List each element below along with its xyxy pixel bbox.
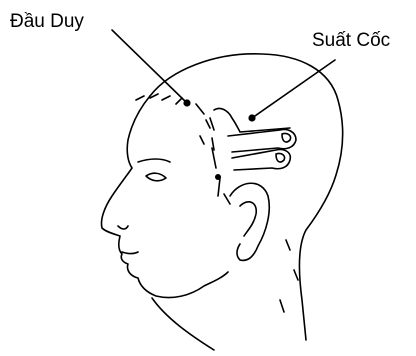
fingernail-1 [282, 133, 291, 142]
finger-2 [232, 149, 290, 170]
mouth [122, 252, 138, 254]
ear [230, 183, 269, 260]
ear-inner [240, 202, 256, 236]
point-suat-coc [248, 114, 255, 121]
eye [146, 173, 166, 181]
neck-back-strokes [280, 240, 298, 312]
leader-line-suat-coc [252, 60, 335, 118]
leader-line-dau-duy [112, 30, 187, 103]
hairline [136, 94, 230, 204]
brow [138, 159, 170, 162]
nostril [118, 226, 128, 229]
fingernail-2 [276, 153, 285, 162]
neck-front [152, 298, 214, 350]
point-dau-duy [183, 99, 190, 106]
point-temple [215, 174, 221, 180]
